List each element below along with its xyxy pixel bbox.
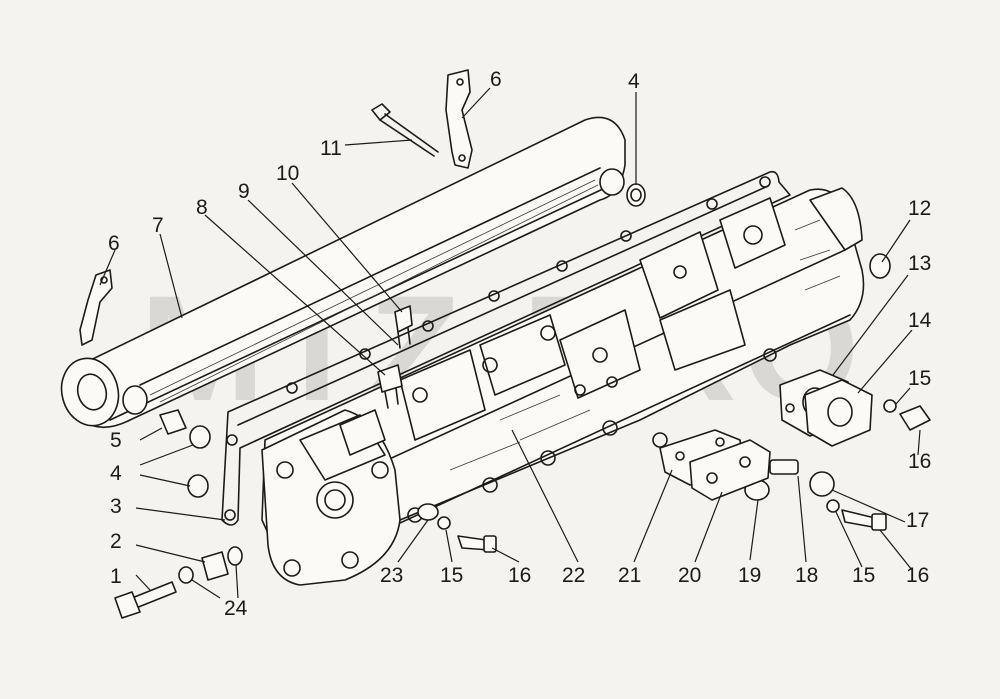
callout-16b: 16 xyxy=(508,564,531,587)
small-parts xyxy=(114,183,931,619)
callout-1: 1 xyxy=(110,565,122,588)
callout-11: 11 xyxy=(320,137,342,160)
callout-15b: 15 xyxy=(440,564,463,587)
collector-pipe xyxy=(60,116,626,429)
callout-22: 22 xyxy=(562,564,585,587)
gasket xyxy=(221,170,791,526)
callout-6a: 6 xyxy=(490,68,502,91)
callout-15a: 15 xyxy=(908,367,931,390)
callout-8: 8 xyxy=(196,196,208,219)
callout-18: 18 xyxy=(795,564,818,587)
clamp-right xyxy=(445,69,473,169)
callout-19: 19 xyxy=(738,564,761,587)
callout-7: 7 xyxy=(152,214,164,237)
callout-15c: 15 xyxy=(852,564,875,587)
callout-21: 21 xyxy=(618,564,641,587)
callout-5: 5 xyxy=(110,429,122,452)
callout-16c: 16 xyxy=(906,564,929,587)
callout-6b: 6 xyxy=(108,232,120,255)
callout-12: 12 xyxy=(908,197,931,220)
callout-10: 10 xyxy=(276,162,299,185)
clamp-left xyxy=(79,269,113,346)
callout-23: 23 xyxy=(380,564,403,587)
leader-lines xyxy=(99,87,921,599)
callout-4b: 4 xyxy=(628,70,640,93)
manifold-body xyxy=(261,187,865,586)
callout-labels: 1 2 3 4 4 4 5 6 6 7 8 9 10 11 12 13 14 1… xyxy=(108,68,932,620)
callout-24: 24 xyxy=(224,597,248,620)
callout-14: 14 xyxy=(908,309,932,332)
callout-20: 20 xyxy=(678,564,701,587)
callout-4a: 4 xyxy=(110,462,122,485)
callout-3: 3 xyxy=(110,495,122,518)
callout-2: 2 xyxy=(110,530,122,553)
callout-16a: 16 xyxy=(908,450,931,473)
callout-13: 13 xyxy=(908,252,931,275)
callout-9: 9 xyxy=(238,180,250,203)
long-bolt xyxy=(371,103,439,157)
callout-17: 17 xyxy=(906,509,929,532)
